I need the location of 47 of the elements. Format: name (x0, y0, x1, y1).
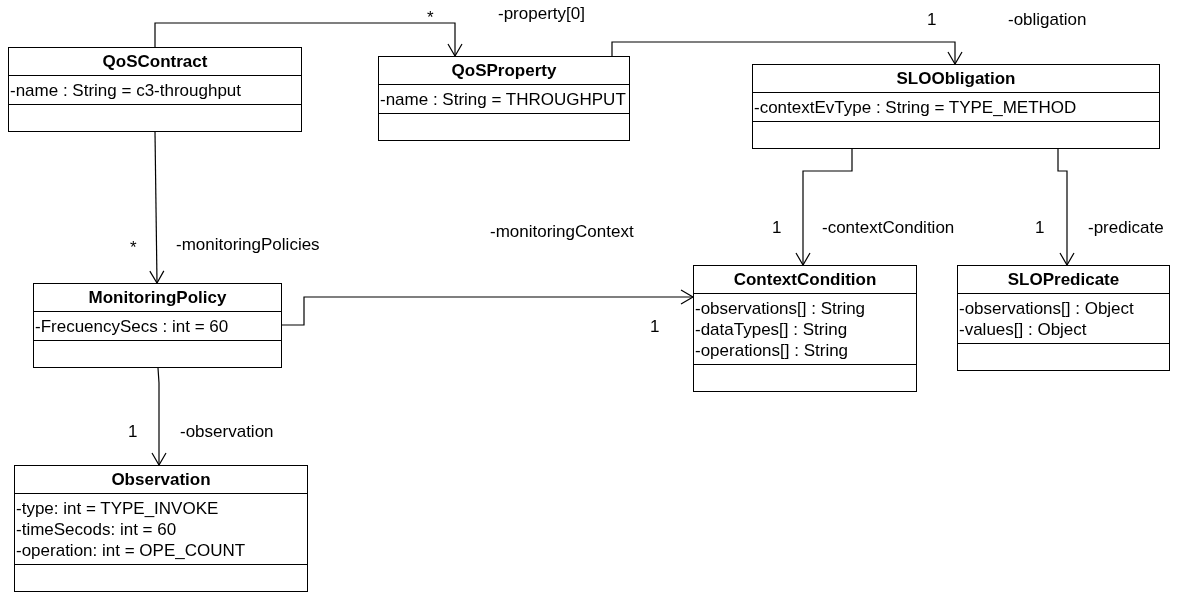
role-name: -monitoringPolicies (176, 235, 320, 255)
class-box (957, 265, 1170, 371)
class-box (752, 64, 1160, 149)
attribute-text: -contextEvType : String = TYPE_METHOD (754, 96, 1078, 118)
class-box (378, 56, 630, 141)
class-box (14, 465, 308, 592)
attribute-text: -observations[] : String (695, 297, 867, 319)
role-name: -monitoringContext (490, 222, 634, 242)
attribute-text: -name : String = THROUGHPUT (380, 88, 627, 110)
attribute-text: -type: int = TYPE_INVOKE (16, 497, 220, 519)
class-name: ContextCondition (733, 269, 877, 290)
class-name: SLOObligation (896, 68, 1016, 89)
association-arrow (149, 131, 165, 284)
multiplicity: 1 (1035, 218, 1045, 238)
role-name: -contextCondition (822, 218, 955, 238)
attribute-text: -timeSecods: int = 60 (16, 518, 178, 540)
association-arrow (1057, 148, 1075, 266)
class-name: MonitoringPolicy (88, 287, 227, 308)
attribute-text: -values[] : Object (959, 318, 1088, 340)
class-name: SLOPredicate (1007, 269, 1120, 290)
multiplicity: 1 (772, 218, 782, 238)
class-box (693, 265, 917, 392)
attribute-text: -name : String = c3-throughput (10, 79, 243, 101)
class-box (33, 283, 282, 368)
attribute-text: -operations[] : String (695, 339, 850, 361)
role-name: -property[0] (498, 4, 585, 24)
role-name: -obligation (1008, 10, 1087, 30)
multiplicity: 1 (650, 317, 660, 337)
attribute-text: -observations[] : Object (959, 297, 1135, 319)
role-name: -observation (180, 422, 274, 442)
class-name: QoSProperty (451, 60, 557, 81)
attribute-text: -operation: int = OPE_COUNT (16, 539, 247, 561)
multiplicity: * (130, 238, 137, 258)
association-arrow (281, 289, 694, 326)
role-name: -predicate (1088, 218, 1164, 238)
association-arrow (795, 148, 853, 266)
multiplicity: 1 (927, 10, 937, 30)
attribute-text: -dataTypes[] : String (695, 318, 849, 340)
association-arrow (154, 22, 463, 57)
association-arrow (151, 367, 167, 466)
class-box (8, 47, 302, 132)
multiplicity: 1 (128, 422, 138, 442)
multiplicity: * (427, 8, 434, 28)
association-arrow (611, 41, 963, 65)
class-name: Observation (111, 469, 211, 490)
attribute-text: -FrecuencySecs : int = 60 (35, 315, 230, 337)
class-name: QoSContract (102, 51, 208, 72)
